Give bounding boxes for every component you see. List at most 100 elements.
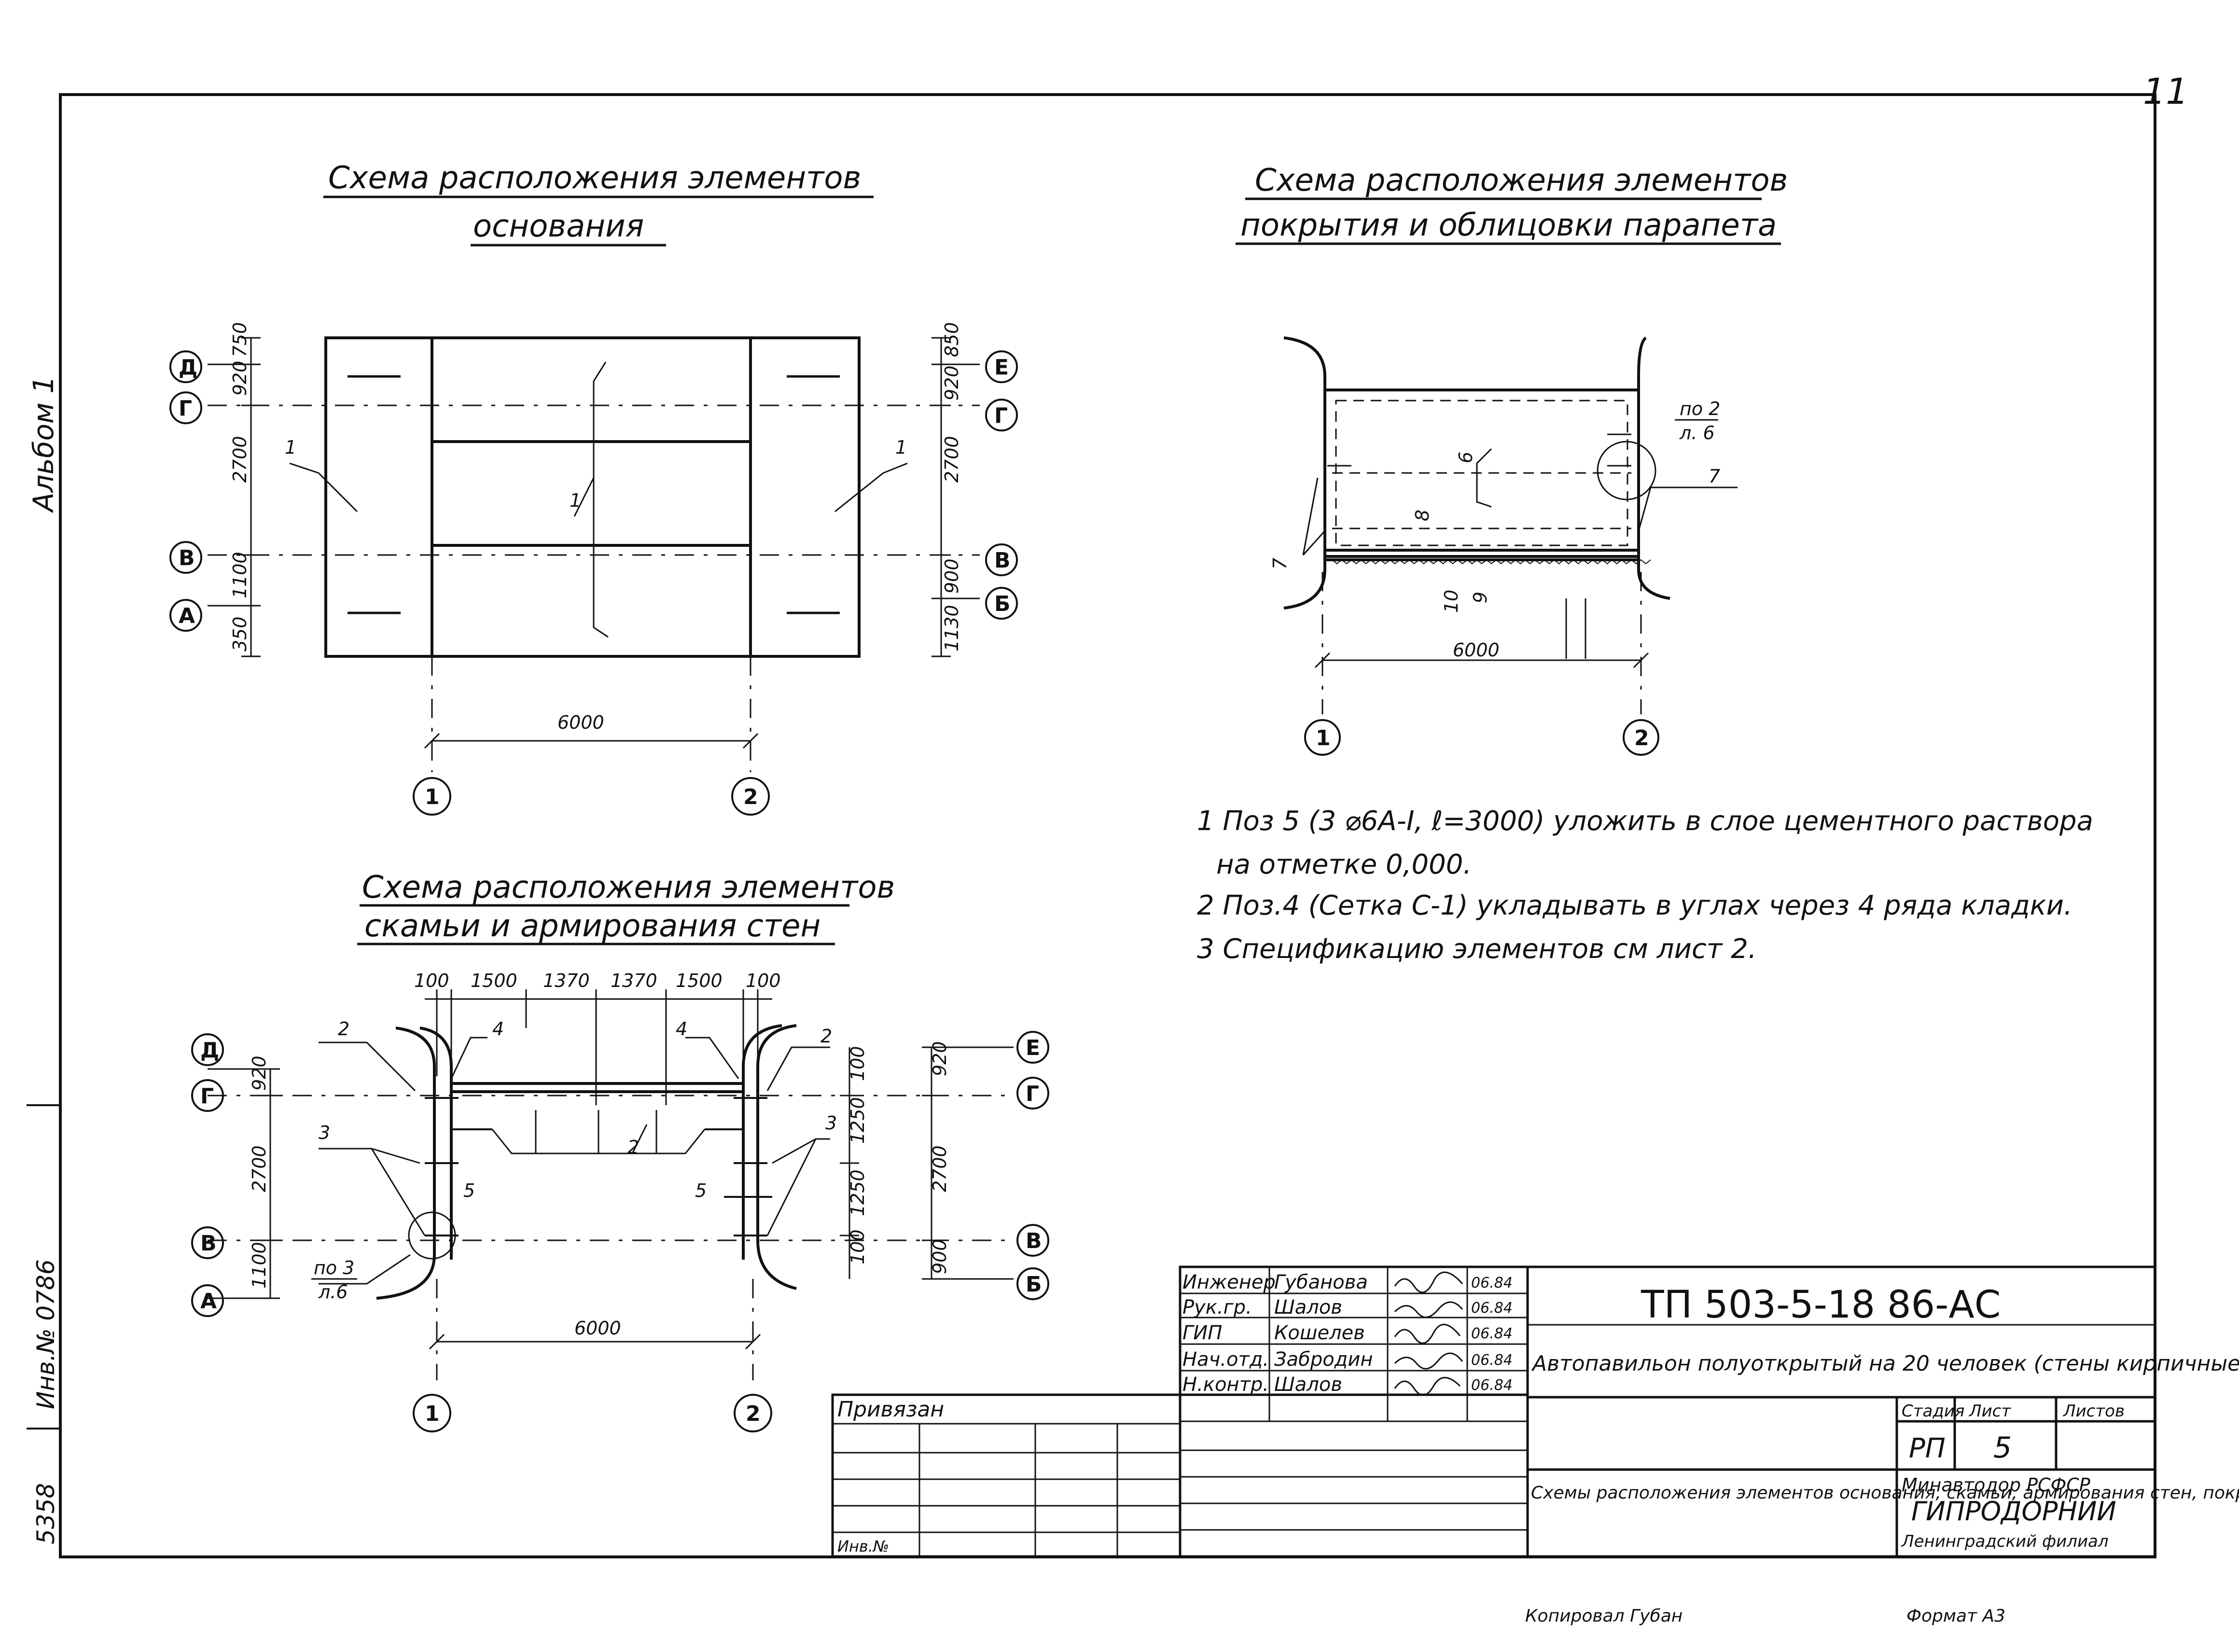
stage-value: РП xyxy=(1909,1433,1946,1464)
stamp-date-5: 06.84 xyxy=(1471,1377,1513,1394)
drawing-label: по 2 xyxy=(1680,398,1720,419)
drawing-label: 3 xyxy=(825,1112,837,1134)
note-1: 1 Поз 5 (3 ⌀6А-I, ℓ=3000) уложить в слое… xyxy=(1197,805,2093,837)
title-block: Инженер Рук.гр. ГИП Нач.отд. Н.контр. Гу… xyxy=(831,1265,2239,1558)
bench-diagram: Д Г В А Е Г В Б 1 2 6000 100 1500 1370 1… xyxy=(191,970,1049,1432)
drawing-label: 100 xyxy=(847,1229,868,1264)
drawing-label: 4 xyxy=(676,1018,687,1040)
stamp-role-group-lead: Рук.гр. xyxy=(1182,1296,1252,1319)
drawing-label: Е xyxy=(1026,1036,1040,1060)
drawing-label: скамьи и армирования стен xyxy=(364,908,821,944)
drawing-label: 1250 xyxy=(847,1097,868,1144)
drawing-label: 2700 xyxy=(229,436,250,483)
stamp-date-2: 06.84 xyxy=(1471,1300,1513,1317)
drawing-label: 1250 xyxy=(847,1169,868,1216)
notes-block: 1 Поз 5 (3 ⌀6А-I, ℓ=3000) уложить в слое… xyxy=(1197,805,2093,965)
drawing-label: л. 6 xyxy=(1679,422,1715,444)
stamp-role-norm-control: Н.контр. xyxy=(1182,1374,1269,1396)
drawing-label: 1130 xyxy=(941,605,962,652)
drawing-label: 2700 xyxy=(941,436,962,483)
drawing-label: 1 xyxy=(895,437,907,458)
foundation-diagram: Д Г В А Е Г В Б 1 2 6000 2700 1100 920 7… xyxy=(169,322,1018,816)
org-line-2: ГИПРОДОРНИИ xyxy=(1911,1496,2116,1527)
stamp-name-2: Шалов xyxy=(1274,1296,1342,1319)
drawing-label: 2700 xyxy=(929,1145,950,1192)
drawing-label: 1 xyxy=(570,490,581,511)
drawing-label: 2 xyxy=(743,785,758,809)
drawing-label: 100 xyxy=(746,970,781,991)
album-label: Альбом 1 xyxy=(27,376,60,514)
stamp-name-3: Кошелев xyxy=(1274,1322,1365,1344)
drawing-label: 8 xyxy=(1412,510,1433,521)
drawing-label: 5 xyxy=(695,1180,707,1201)
bench-title: Схема расположения элементов скамьи и ар… xyxy=(357,870,895,945)
drawing-label: 6000 xyxy=(574,1318,621,1339)
roof-title: Схема расположения элементов покрытия и … xyxy=(1236,163,1788,245)
drawing-label: Г xyxy=(179,396,192,421)
drawing-label: 100 xyxy=(414,970,449,991)
drawing-label: 2 xyxy=(338,1018,349,1040)
note-1-cont: на отметке 0,000. xyxy=(1216,849,1472,880)
drawing-label: В xyxy=(200,1231,217,1256)
sheet-header: Лист xyxy=(1968,1402,2011,1421)
roof-diagram: 1 2 6000 6 8 9 10 7 7 по 2 л. 6 xyxy=(1269,336,1738,756)
sheet-title: Схемы расположения элементов основания, … xyxy=(1531,1483,2239,1503)
left-margin-strip xyxy=(27,1104,60,1430)
stamp-role-gip: ГИП xyxy=(1182,1322,1222,1344)
drawing-label: 1370 xyxy=(543,970,590,991)
drawing-label: 7 xyxy=(1709,466,1720,487)
stamp-date-1: 06.84 xyxy=(1471,1275,1513,1291)
drawing-label: Схема расположения элементов xyxy=(328,160,861,196)
privyazan-label: Привязан xyxy=(837,1397,944,1422)
sheet-value: 5 xyxy=(1993,1431,2012,1465)
drawing-label: 920 xyxy=(229,361,250,396)
drawing-label: 2 xyxy=(627,1137,639,1158)
drawing-label: 920 xyxy=(249,1055,270,1091)
foundation-axis-bubbles: Д Г В А Е Г В Б 1 2 xyxy=(169,350,1018,816)
inventory-label: Инв.№ 0786 xyxy=(32,1259,60,1409)
stage-header: Стадия xyxy=(1902,1402,1964,1421)
drawing-label: 2700 xyxy=(249,1145,270,1192)
project-name: Автопавильон полуоткрытый на 20 человек … xyxy=(1531,1351,2239,1376)
document-code: ТП 503-5-18 86-АС xyxy=(1641,1283,2001,1327)
drawing-label: В xyxy=(994,548,1011,573)
drawing-label: 6000 xyxy=(1453,639,1500,661)
drawing-label: покрытия и облицовки парапета xyxy=(1240,208,1777,243)
stamp-name-4: Забродин xyxy=(1274,1348,1373,1371)
signatures xyxy=(1394,1271,1463,1396)
drawing-label: по 3 xyxy=(314,1257,354,1278)
drawing-label: 2 xyxy=(746,1402,761,1426)
stamp-role-engineer: Инженер xyxy=(1182,1271,1276,1293)
drawing-label: Б xyxy=(994,592,1011,616)
drawing-label: 6 xyxy=(1455,452,1476,463)
drawing-label: Д xyxy=(179,355,197,380)
drawing-label: 1500 xyxy=(676,970,723,991)
drawing-label: А xyxy=(179,604,195,628)
org-line-3: Ленинградский филиал xyxy=(1901,1532,2109,1551)
drawing-label: основания xyxy=(473,208,644,244)
drawing-label: 1 xyxy=(425,1402,440,1426)
drawing-label: 900 xyxy=(941,558,962,594)
drawing-label: Схема расположения элементов xyxy=(362,870,895,905)
drawing-label: 350 xyxy=(229,616,250,652)
stamp-name-1: Губанова xyxy=(1274,1271,1368,1293)
drawing-label: Г xyxy=(1026,1082,1039,1106)
format-label: Формат А3 xyxy=(1906,1606,2005,1626)
drawing-label: Д xyxy=(200,1038,219,1063)
drawing-label: В xyxy=(179,546,195,570)
inventory-number: 5358 xyxy=(32,1483,60,1544)
drawing-label: 9 xyxy=(1470,592,1491,603)
drawing-label: Схема расположения элементов xyxy=(1255,163,1788,198)
drawing-label: 900 xyxy=(929,1239,950,1274)
drawing-label: л.6 xyxy=(318,1281,348,1303)
drawing-label: 1500 xyxy=(471,970,517,991)
drawing-label: 100 xyxy=(847,1046,868,1081)
stamp-date-3: 06.84 xyxy=(1471,1325,1513,1342)
drawing-label: 2 xyxy=(1634,726,1649,750)
stamp-role-dept-head: Нач.отд. xyxy=(1182,1348,1269,1371)
page-number: 11 xyxy=(2143,71,2188,112)
drawing-label: 850 xyxy=(941,322,962,357)
drawing-label: А xyxy=(200,1289,217,1314)
drawing-label: 4 xyxy=(492,1018,504,1040)
